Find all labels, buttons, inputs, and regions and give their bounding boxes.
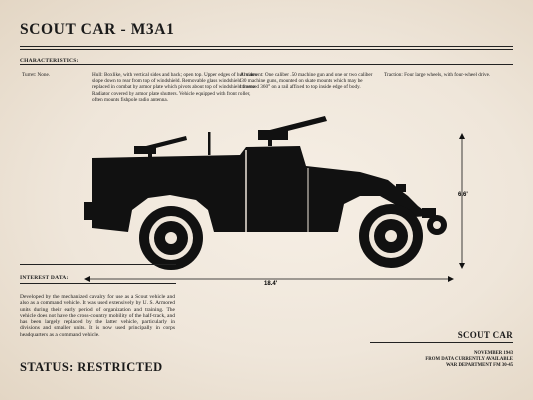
interest-rule-top — [20, 264, 176, 265]
interest-label: INTEREST DATA: — [20, 275, 69, 281]
interest-text: Developed by the mechanized cavalry for … — [20, 294, 175, 338]
height-dimension — [459, 133, 465, 269]
hull-text: Hull: Boxlike, with vertical sides and b… — [92, 72, 257, 103]
title-rule-thin — [20, 48, 513, 50]
footnote-source: FROM DATA CURRENTLY AVAILABLE — [425, 357, 513, 362]
characteristics-rule — [20, 64, 513, 65]
antenna-icon — [208, 132, 211, 155]
machine-gun-left-icon — [134, 136, 187, 158]
status-text: STATUS: RESTRICTED — [20, 360, 163, 374]
footnote-date: NOVEMBER 1943 — [473, 351, 513, 356]
length-dimension — [84, 276, 454, 282]
vehicle-name-label: SCOUT CAR — [457, 330, 513, 340]
turret-text: Turret: None. — [22, 72, 51, 78]
characteristics-label: CHARACTERISTICS: — [20, 58, 79, 64]
interest-rule — [20, 283, 176, 284]
rear-wheel-icon — [139, 206, 203, 270]
height-label: 6.6' — [458, 192, 468, 198]
footer-rule — [370, 342, 513, 343]
machine-gun-right-icon — [258, 116, 327, 146]
title-rule — [20, 46, 513, 47]
armament-text: Armament: One caliber .50 machine gun an… — [240, 72, 373, 91]
vehicle-body-icon — [84, 146, 447, 235]
length-label: 18.4' — [264, 281, 278, 287]
front-wheel-icon — [359, 204, 423, 268]
page-title: SCOUT CAR - M3A1 — [20, 21, 175, 38]
footnote-reference: WAR DEPARTMENT FM 30-45 — [446, 363, 513, 368]
footnotes: NOVEMBER 1943 FROM DATA CURRENTLY AVAILA… — [313, 351, 513, 369]
traction-text: Traction: Four large wheels, with four-w… — [384, 72, 491, 78]
